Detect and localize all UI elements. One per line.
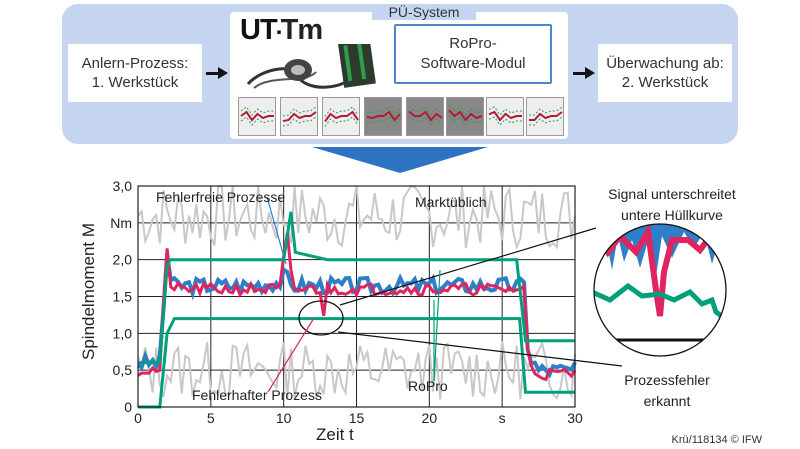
zoom-envelope (594, 282, 726, 320)
arrow-right-icon-head (585, 67, 595, 79)
signal-thumbnail (364, 97, 402, 136)
x-tick-label: 5 (207, 410, 215, 426)
x-tick-label: 15 (349, 410, 365, 426)
annotation-leader-ropro-2 (433, 269, 441, 382)
conventional-lower-line (137, 340, 576, 400)
zoom-circle-border (593, 223, 727, 357)
y-tick-label: 0 (124, 399, 132, 415)
x-axis-label: Zeit t (316, 425, 354, 444)
fault-free-signal (137, 254, 577, 379)
ropro-software-module: RoPro-Software-Modul (394, 24, 552, 84)
signal-thumbnail (322, 97, 360, 136)
pu-system-title: PÜ-System (372, 4, 476, 20)
annotation-fehlerfrei: Fehlerfreie Prozesse (156, 189, 286, 205)
annotation-leader-ok (266, 196, 287, 265)
x-tick-label: 30 (567, 410, 583, 426)
fault-highlight-ellipse (298, 300, 344, 336)
credit-text: Krü/118134 © IFW (671, 434, 762, 446)
signal-thumbnail (406, 97, 444, 136)
arrow-right-icon (573, 72, 587, 75)
y-tick-label: 1,5 (113, 289, 133, 305)
y-tick-label: 0,5 (113, 362, 133, 378)
y-axis-label: Spindelmoment M (79, 222, 98, 360)
x-tick-label: 20 (422, 410, 438, 426)
x-tick-label: 10 (276, 410, 292, 426)
zoom-circle (593, 223, 727, 357)
y-tick-label: Nm (110, 215, 132, 231)
signal-thumbnail (486, 97, 524, 136)
zoom-line-bottom (337, 331, 623, 367)
ut-tm-logo: UT▪Tm (240, 14, 323, 46)
plot-frame (137, 185, 576, 408)
y-tick-label: 2,0 (113, 252, 133, 268)
faulty-signal (137, 232, 577, 382)
annotation-ropro: RoPro (408, 378, 448, 394)
y-tick-label: 1,0 (113, 325, 133, 341)
y-tick-label: 3,0 (113, 178, 133, 194)
signal-thumbnail (238, 97, 276, 136)
x-tick-label: s (499, 410, 506, 426)
signal-thumbnail (526, 97, 564, 136)
upper-envelope (138, 211, 575, 365)
monitoring-box: Überwachung ab:2. Werkstück (598, 44, 732, 102)
zoom-line-top (339, 227, 597, 306)
arrow-right-icon (206, 72, 220, 75)
annotation-fehlerhaft: Fehlerhafter Prozess (192, 387, 322, 403)
annotation-leader-faulty (267, 317, 315, 393)
down-chevron-icon (312, 147, 488, 173)
chart-axes: 0 0,5 1,0 1,5 2,0 Nm 3,0 0 5 10 15 20 s 30 (110, 178, 583, 426)
arrow-right-icon-head (218, 67, 228, 79)
learning-process-box: Anlern-Prozess:1. Werkstück (68, 44, 202, 102)
annotation-marktueblich: Marktüblich (415, 194, 487, 210)
sensor-device-image (246, 44, 376, 89)
signal-thumbnail (280, 97, 318, 136)
x-tick-label: 0 (134, 410, 142, 426)
signal-thumbnail (446, 97, 484, 136)
